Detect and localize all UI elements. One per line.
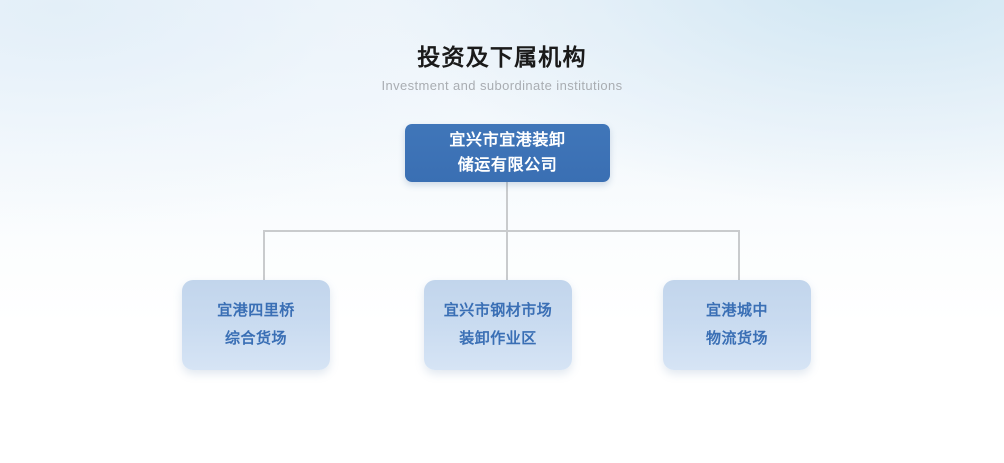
org-node-child-2[interactable]: 宜港城中 物流货场 bbox=[663, 280, 811, 370]
org-node-root[interactable]: 宜兴市宜港装卸 储运有限公司 bbox=[405, 124, 610, 182]
org-node-child-2-line-1: 宜港城中 bbox=[705, 302, 768, 319]
org-node-root-line-1: 宜兴市宜港装卸 bbox=[449, 132, 566, 149]
page-header: 投资及下属机构 Investment and subordinate insti… bbox=[0, 42, 1004, 94]
connector-horizontal-bus bbox=[263, 230, 740, 232]
org-node-child-0-line-1: 宜港四里桥 bbox=[217, 302, 295, 319]
connector-drop-child-1 bbox=[506, 230, 508, 281]
org-node-child-0-line-2: 综合货场 bbox=[224, 330, 287, 347]
org-node-child-0[interactable]: 宜港四里桥 综合货场 bbox=[182, 280, 330, 370]
org-node-child-1-line-2: 装卸作业区 bbox=[459, 330, 537, 347]
page-title: 投资及下属机构 bbox=[417, 44, 587, 70]
connector-root-trunk bbox=[506, 181, 508, 232]
org-node-root-line-2: 储运有限公司 bbox=[457, 157, 558, 174]
connector-drop-child-0 bbox=[263, 230, 265, 281]
org-node-child-1-line-1: 宜兴市钢材市场 bbox=[443, 302, 553, 319]
page-subtitle: Investment and subordinate institutions bbox=[381, 78, 623, 93]
org-node-child-2-line-2: 物流货场 bbox=[705, 330, 768, 347]
org-node-child-1[interactable]: 宜兴市钢材市场 装卸作业区 bbox=[424, 280, 572, 370]
connector-drop-child-2 bbox=[738, 230, 740, 281]
